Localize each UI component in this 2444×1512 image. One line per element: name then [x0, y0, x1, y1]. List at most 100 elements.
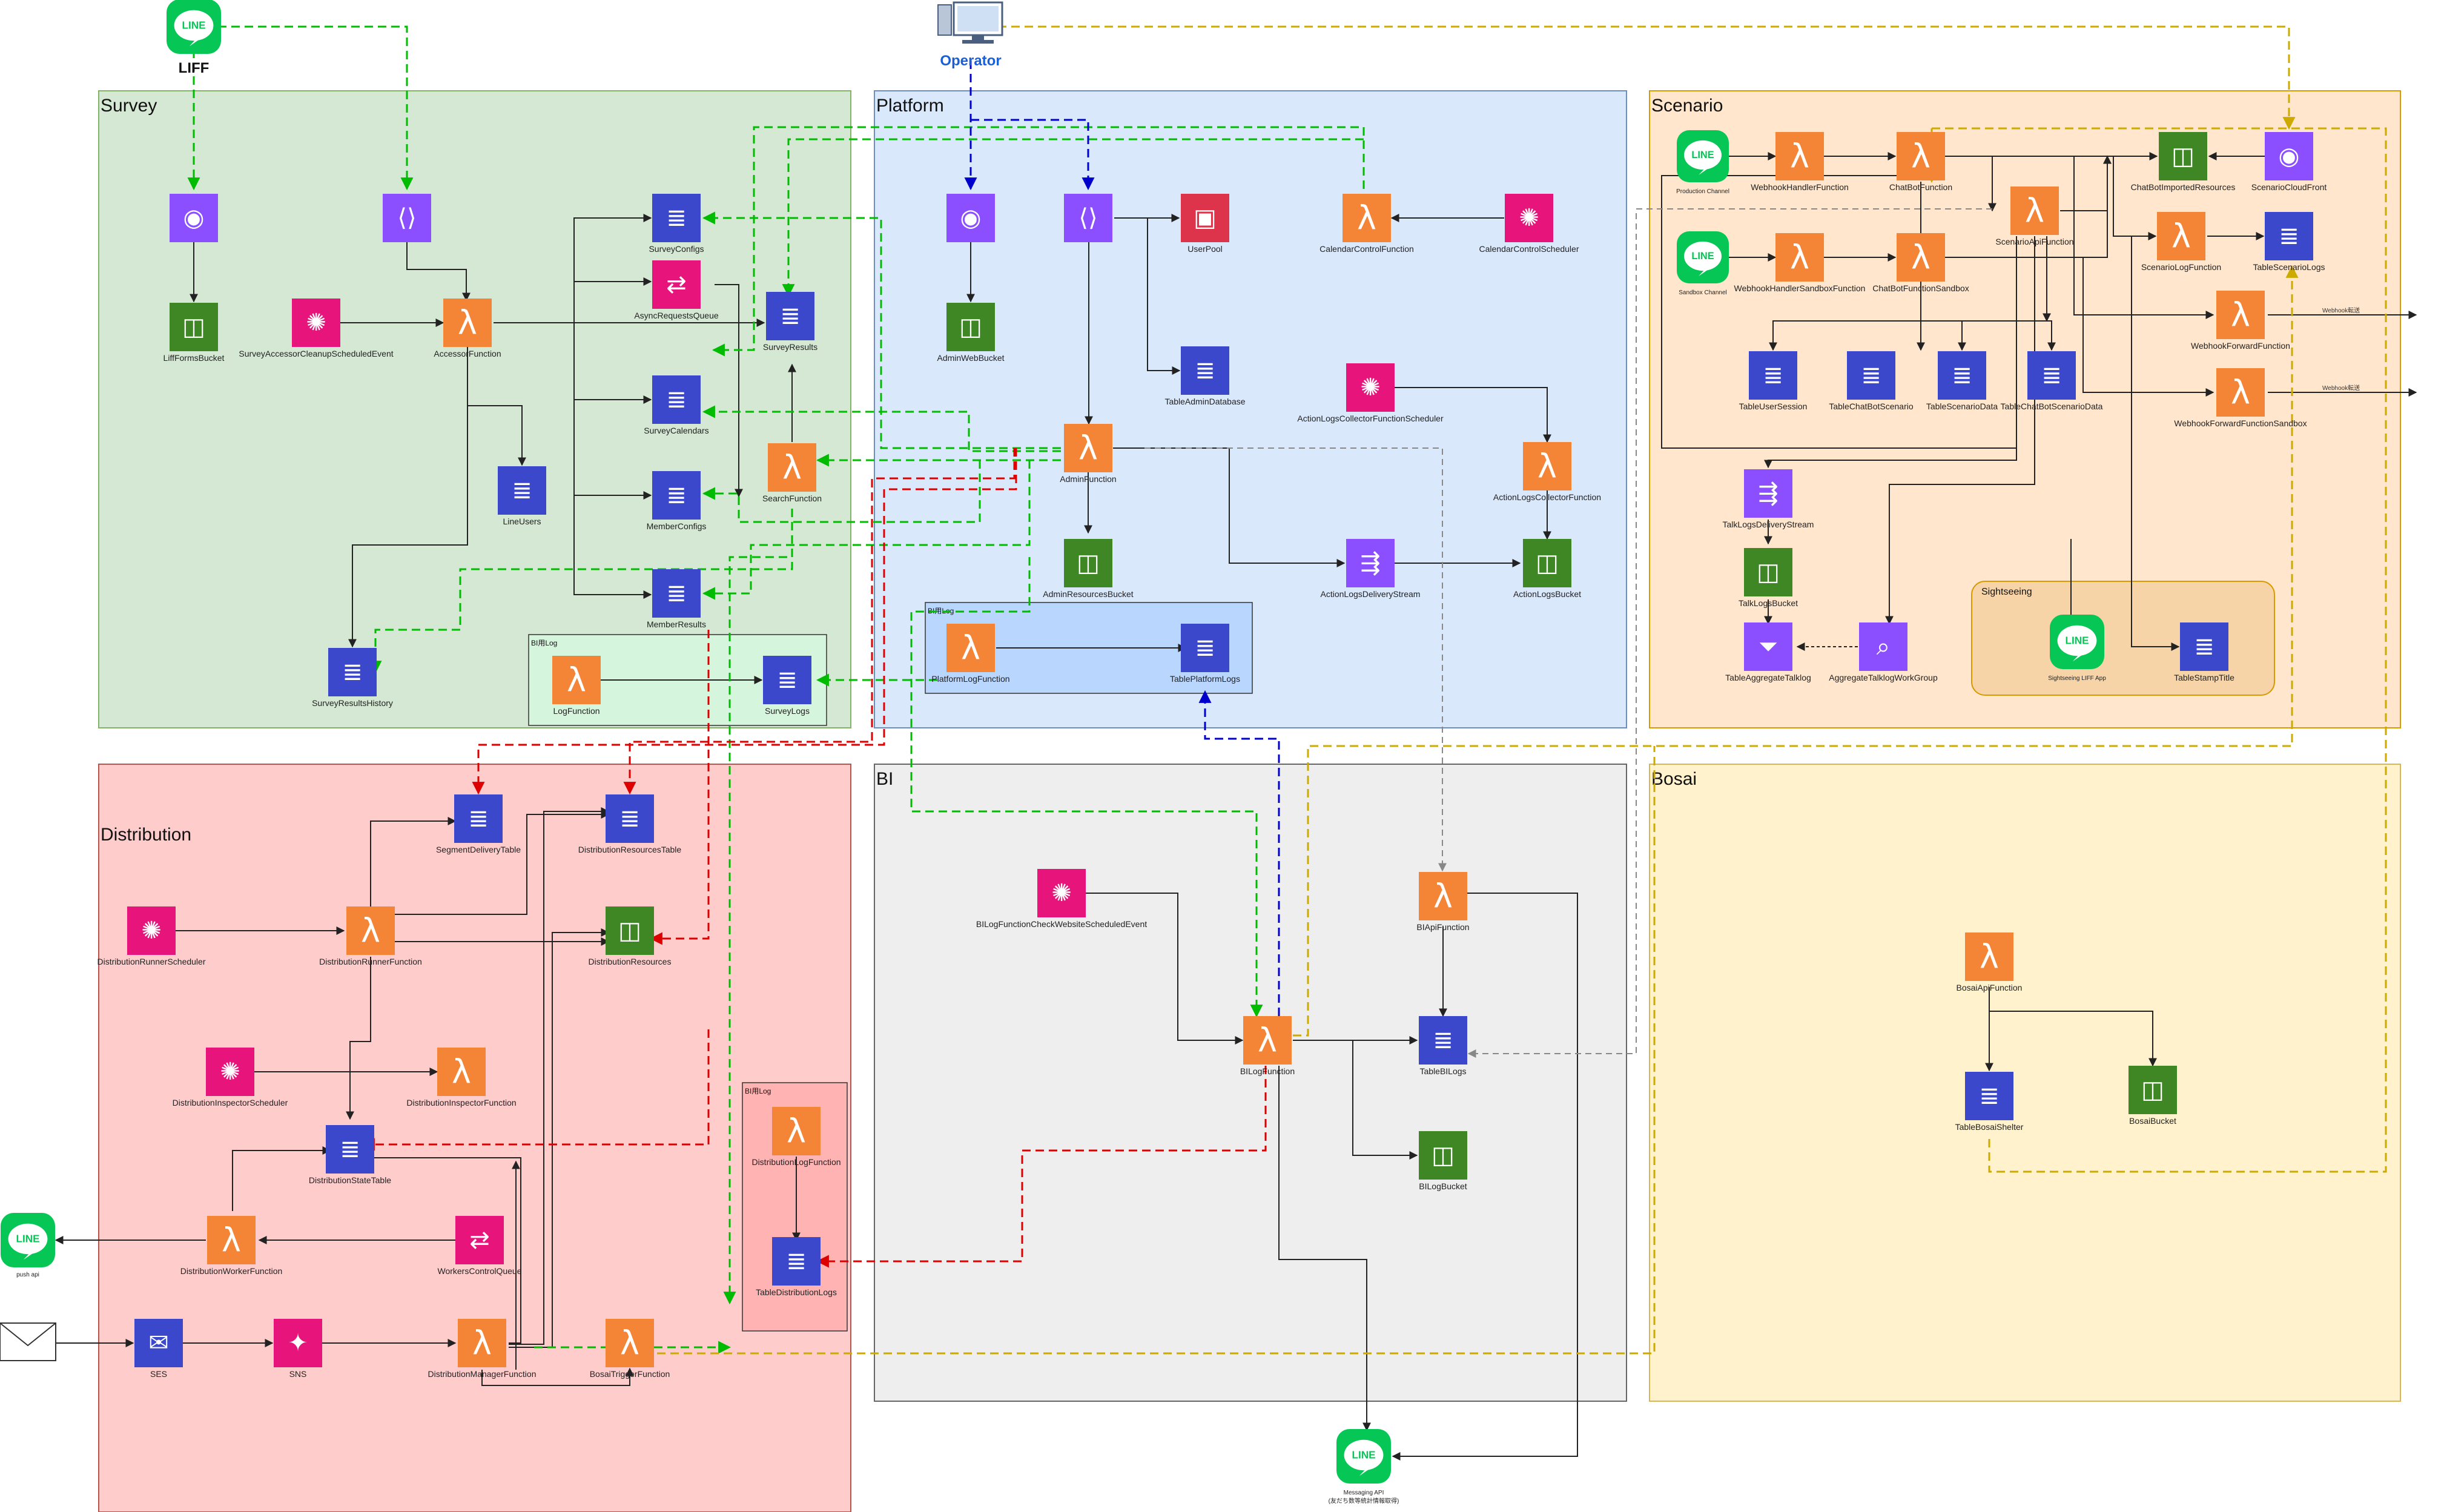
- edge: [1198, 690, 1280, 1016]
- operator-node: [937, 1, 1003, 44]
- s-results-label: SurveyResults: [763, 342, 817, 352]
- svg-text:λ: λ: [1258, 1022, 1277, 1060]
- zone-title-bi: BI: [876, 769, 893, 789]
- lambda-icon: λ: [1064, 424, 1112, 472]
- svg-text:◉: ◉: [2279, 142, 2300, 170]
- lambda-icon: λ: [207, 1216, 256, 1264]
- svg-text:✺: ✺: [1360, 374, 1381, 401]
- svg-text:λ: λ: [452, 1053, 471, 1091]
- sc-talkdelivery-node: ⇶TalkLogsDeliveryStream: [1723, 469, 1814, 529]
- svg-text:λ: λ: [2231, 296, 2250, 334]
- lambda-icon: λ: [768, 443, 816, 492]
- sc-chatbot-label: ChatBotFunction: [1889, 182, 1952, 192]
- dynamodb-icon: ≣: [1847, 351, 1895, 400]
- zone-title-bosai: Bosai: [1651, 769, 1697, 789]
- bi-apifn-label: BIApiFunction: [1416, 922, 1469, 932]
- d-runsched-node: ✺DistributionRunnerScheduler: [97, 906, 206, 966]
- d-sns-label: SNS: [289, 1369, 307, 1379]
- edge: [509, 807, 610, 1345]
- s-accessor-label: AccessorFunction: [434, 349, 501, 358]
- dynamodb-icon: ≣: [2027, 351, 2076, 400]
- d-bosaitrig-label: BosaiTriggerFunction: [590, 1369, 670, 1379]
- svg-text:LINE: LINE: [1691, 150, 1714, 160]
- edge: [395, 810, 610, 915]
- lambda-icon: λ: [2216, 368, 2265, 417]
- sc-apifn-label: ScenarioApiFunction: [1995, 237, 2073, 246]
- d-runfn-label: DistributionRunnerFunction: [319, 957, 422, 966]
- sc-logs-node: ≣TableScenarioLogs: [2253, 212, 2325, 272]
- dynamodb-icon: ≣: [328, 648, 377, 696]
- svg-text:λ: λ: [620, 1324, 639, 1362]
- zones: Survey Platform Scenario Distribution BI…: [98, 90, 2401, 1512]
- svg-text:LINE: LINE: [1691, 251, 1714, 262]
- sc-imported-node: ◫ChatBotImportedResources: [2131, 132, 2235, 192]
- eventbridge-icon: ✺: [127, 906, 176, 955]
- edge: [1989, 987, 2157, 1067]
- svg-text:λ: λ: [782, 449, 802, 487]
- s-cf-node: ◉: [170, 194, 218, 242]
- eventbridge-icon: ✺: [292, 299, 340, 347]
- sc-talkdelivery-label: TalkLogsDeliveryStream: [1723, 520, 1814, 529]
- d-resbucket-label: DistributionResources: [589, 957, 672, 966]
- svg-text:≣: ≣: [666, 579, 687, 607]
- p-tableadmindb-node: ≣TableAdminDatabase: [1164, 346, 1246, 406]
- subgroup-title-sightseeing: Sightseeing: [1981, 587, 2032, 597]
- ses-icon: ✉: [134, 1319, 183, 1367]
- svg-text:≣: ≣: [666, 204, 687, 232]
- svg-text:λ: λ: [1357, 199, 1376, 237]
- svg-text:≣: ≣: [1979, 1082, 2000, 1110]
- zone-survey: [98, 90, 851, 728]
- sc-talkbucket-label: TalkLogsBucket: [1739, 598, 1798, 608]
- svg-text:◫: ◫: [1757, 558, 1780, 586]
- svg-text:≣: ≣: [1195, 634, 1215, 662]
- dynamodb-icon: ≣: [606, 794, 654, 843]
- svg-text:⇄: ⇄: [469, 1226, 490, 1254]
- edge: [573, 277, 652, 323]
- svg-text:✺: ✺: [220, 1058, 240, 1086]
- p-adminfn-label: AdminFunction: [1060, 474, 1116, 484]
- edge: [232, 1146, 331, 1211]
- dynamodb-icon: ≣: [772, 1237, 821, 1286]
- svg-text:λ: λ: [1790, 137, 1809, 176]
- p-userpool-label: UserPool: [1187, 244, 1223, 254]
- nodes: LINE◉⟨⟩◫LiffFormsBucket✺SurveyAccessorCl…: [0, 0, 2327, 1484]
- lambda-icon: λ: [1965, 933, 2013, 981]
- sc-stamp-node: ≣TableStampTitle: [2174, 622, 2234, 682]
- d-mail-node: [0, 1322, 56, 1361]
- subgroup-title-survey-log: BI用Log: [531, 639, 557, 647]
- svg-text:◫: ◫: [1077, 549, 1100, 577]
- sc-fwd-label: WebhookForwardFunction: [2191, 341, 2290, 351]
- edge: [1144, 447, 1447, 872]
- edge: [715, 284, 743, 498]
- subgroup-title-platform-log: BI用Log: [928, 607, 954, 615]
- sc-stamp-label: TableStampTitle: [2174, 673, 2234, 682]
- lambda-icon: λ: [606, 1319, 654, 1367]
- svg-text:✺: ✺: [141, 917, 162, 945]
- sc-logfn-label: ScenarioLogFunction: [2141, 262, 2221, 272]
- edge: [346, 957, 371, 1120]
- s-calendars-label: SurveyCalendars: [644, 426, 708, 435]
- cognito-icon: ▣: [1181, 194, 1229, 242]
- s-lineusers-label: LineUsers: [503, 517, 541, 526]
- edges: Webhook転送 Webhook転送: [54, 25, 2417, 1461]
- d-statetable-label: DistributionStateTable: [309, 1175, 391, 1185]
- zone-title-platform: Platform: [876, 96, 944, 116]
- svg-text:◫: ◫: [2141, 1076, 2164, 1104]
- p-adminwebbucket-label: AdminWebBucket: [937, 353, 1004, 363]
- sc-chatbotscenario-node: ≣TableChatBotScenario: [1829, 351, 1914, 411]
- actor-labels: LIFF Operator push api Messaging API (友だ…: [16, 53, 1399, 1505]
- edge: [816, 1066, 1267, 1268]
- d-restable-label: DistributionResourcesTable: [578, 845, 682, 854]
- d-restable-node: ≣ DistributionResourcesTable: [578, 794, 682, 854]
- svg-text:λ: λ: [1980, 938, 1999, 976]
- cloudfront-icon: ◉: [2265, 132, 2313, 180]
- svg-text:λ: λ: [1911, 239, 1930, 277]
- svg-text:λ: λ: [2172, 217, 2191, 256]
- edge: [1467, 208, 1992, 1058]
